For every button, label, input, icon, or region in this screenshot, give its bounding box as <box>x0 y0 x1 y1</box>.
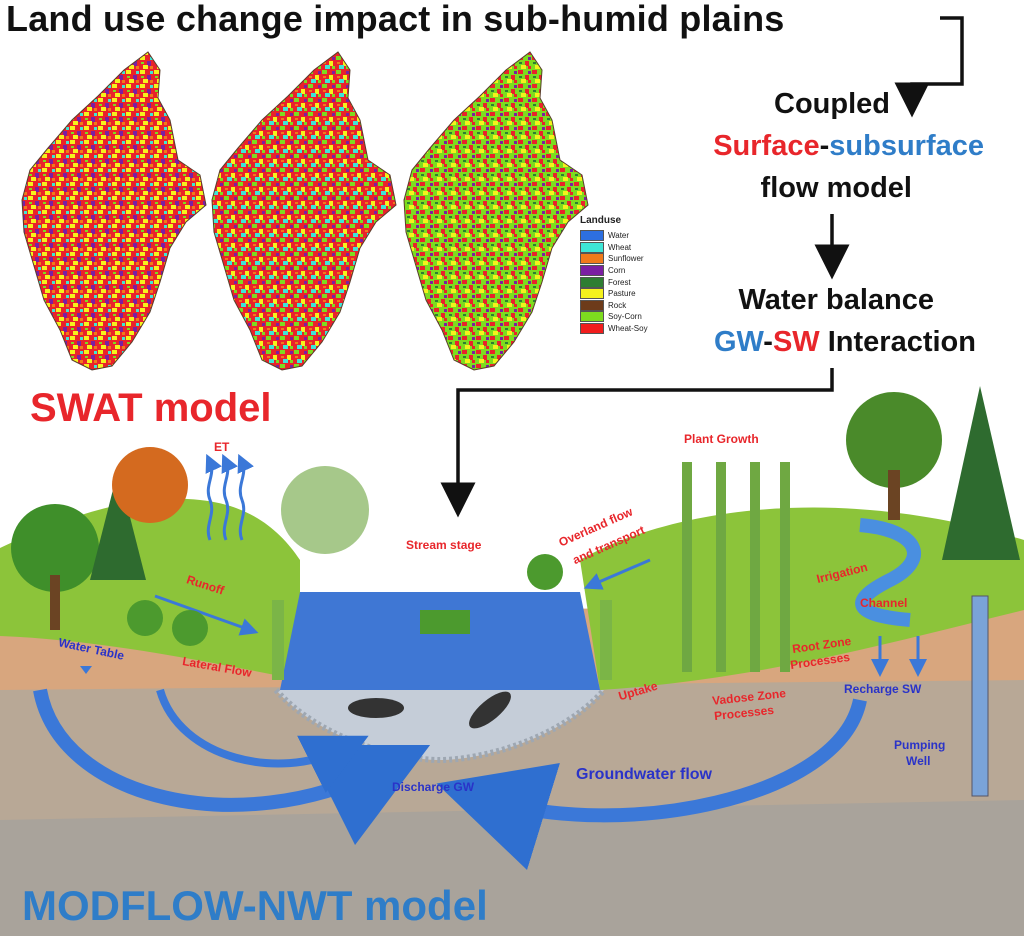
surface-word: Surface <box>713 130 820 162</box>
et-arrow-1 <box>205 453 222 541</box>
groundwater-flow-label: Groundwater flow <box>576 766 712 783</box>
interaction-to-stream-arrow <box>440 368 834 518</box>
legend-title: Landuse <box>580 215 622 226</box>
legend-item: Forest <box>580 276 670 288</box>
flow-model-label: flow model <box>760 172 912 204</box>
legend-item: Soy-Corn <box>580 311 670 323</box>
et-arrow-3 <box>237 453 254 541</box>
legend-swatch <box>580 265 604 277</box>
bush-3 <box>527 554 563 590</box>
et-arrow-2 <box>221 453 238 541</box>
dash2: - <box>763 326 773 358</box>
interaction-word: Interaction <box>819 326 976 358</box>
legend-swatch <box>580 230 604 242</box>
legend-swatch <box>580 276 604 288</box>
legend-label: Wheat-Soy <box>608 324 648 334</box>
legend-label: Water <box>608 231 630 241</box>
stream-stage-label: Stream stage <box>406 538 482 552</box>
runoff-arrow <box>154 594 259 636</box>
legend-item: Rock <box>580 299 670 312</box>
water-balance-label: Water balance <box>738 284 934 316</box>
landuse-map-1 <box>21 51 207 371</box>
gw-arrow-left-inner <box>156 688 369 793</box>
legend-swatch <box>580 299 604 311</box>
overland-arrow <box>583 558 651 590</box>
channel-label: Channel <box>860 596 908 610</box>
sw-word: SW <box>772 326 820 358</box>
legend-label: Corn <box>608 266 626 276</box>
corn-2 <box>716 462 726 672</box>
landuse-map-3 <box>403 51 589 371</box>
reeds-right <box>600 600 612 680</box>
swat-model-label: SWAT model <box>30 386 272 430</box>
legend-swatch <box>580 323 604 335</box>
tree-light <box>281 466 369 554</box>
tree-right-1 <box>846 392 942 488</box>
legend-item: Corn <box>580 265 670 277</box>
channel <box>855 518 921 627</box>
corn-4 <box>780 462 790 672</box>
gravel-bed <box>273 688 607 764</box>
legend-label: Wheat <box>608 242 632 252</box>
pumping-well <box>971 595 989 797</box>
legend-item: Sunflower <box>580 253 670 265</box>
bush-2 <box>172 610 208 646</box>
pine-left <box>90 470 146 580</box>
discharge-gw-label: Discharge GW <box>392 780 475 794</box>
gw-sw-interaction-label: GW-SW Interaction <box>714 326 976 359</box>
subsurface-word: subsurface <box>829 130 984 162</box>
modflow-model-label: MODFLOW-NWT model <box>22 882 488 929</box>
water-table-marker <box>80 666 92 674</box>
legend-label: Soy-Corn <box>608 312 642 322</box>
legend-label: Pasture <box>608 289 636 299</box>
corn-3 <box>750 462 760 672</box>
title-to-coupled-arrow <box>894 16 964 118</box>
figure-title: Land use change impact in sub-humid plai… <box>6 0 785 39</box>
legend-label: Sunflower <box>608 254 644 264</box>
legend-item: Wheat-Soy <box>580 323 670 335</box>
corn-1 <box>682 462 692 672</box>
plants-in-stream <box>420 610 470 634</box>
stream-water <box>280 592 600 690</box>
fish-2 <box>469 691 511 729</box>
legend-swatch <box>580 288 604 300</box>
fish-1 <box>348 698 404 718</box>
et-label: ET <box>214 440 230 454</box>
landuse-map-2 <box>211 51 397 371</box>
legend-swatch <box>580 311 604 323</box>
plant-growth-label: Plant Growth <box>684 432 759 446</box>
dash: - <box>819 130 830 162</box>
legend-label: Forest <box>608 277 631 287</box>
tree-autumn <box>112 447 188 523</box>
pine-right <box>942 386 1020 560</box>
well-label: Well <box>906 754 931 768</box>
recharge-sw-label: Recharge SW <box>844 682 922 696</box>
coupled-label: Coupled <box>774 88 890 120</box>
legend-item: Water <box>580 230 670 242</box>
legend-item: Wheat <box>580 241 670 254</box>
reeds-left <box>272 600 284 680</box>
gw-arrow-right <box>436 698 867 870</box>
legend-swatch <box>580 253 604 265</box>
gw-word: GW <box>713 326 764 358</box>
legend-label: Rock <box>608 300 627 310</box>
pumping-label: Pumping <box>894 738 946 752</box>
bush-1 <box>127 600 163 636</box>
legend-swatch <box>580 241 604 253</box>
surface-subsurface-label: Surface-subsurface <box>713 130 984 163</box>
legend-item: Pasture <box>580 288 670 300</box>
tree-left-1 <box>11 504 99 592</box>
